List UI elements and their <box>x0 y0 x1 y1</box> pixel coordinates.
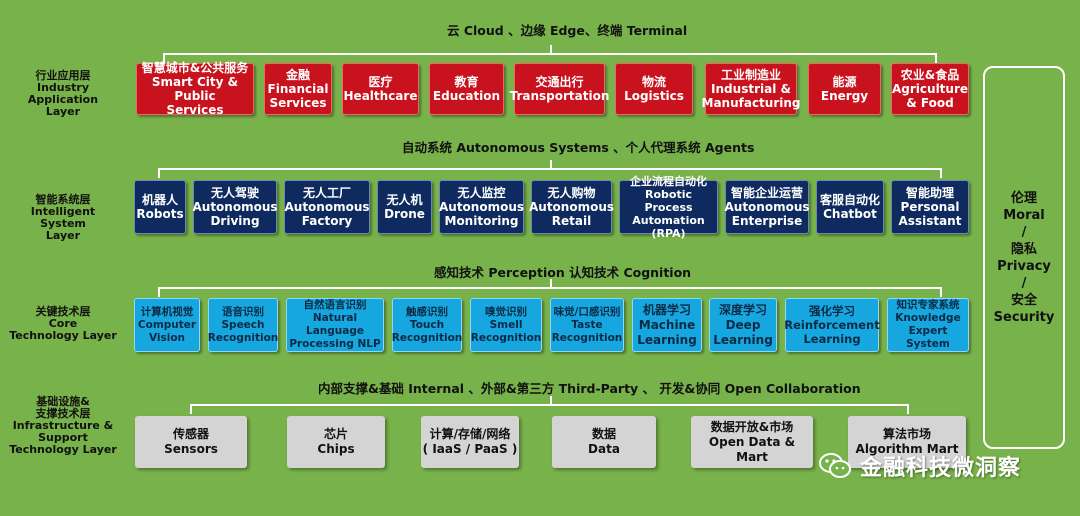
ethics-side-panel: 伦理 Moral / 隐私 Privacy / 安全 Security <box>983 66 1065 449</box>
int-box-chatbot: 客服自动化 Chatbot <box>816 180 884 234</box>
int-box-personal-assistant: 智能助理 Personal Assistant <box>891 180 969 234</box>
app-box-financial: 金融 Financial Services <box>264 63 332 115</box>
int-box-autonomous-monitoring: 无人监控 Autonomous Monitoring <box>439 180 524 234</box>
int-box-autonomous-enterprise: 智能企业运营 Autonomous Enterprise <box>724 180 810 234</box>
ethics-side-text: 伦理 Moral / 隐私 Privacy / 安全 Security <box>993 190 1055 325</box>
infrastructure-header: 内部支撑&基础 Internal 、外部&第三方 Third-Party 、 开… <box>318 381 861 396</box>
layer-label-application: 行业应用层 Industry Application Layer <box>27 69 99 118</box>
core-bracket <box>158 279 942 299</box>
layer-label-core: 关键技术层 Core Technology Layer <box>9 305 117 342</box>
int-box-autonomous-retail: 无人购物 Autonomous Retail <box>529 180 614 234</box>
infra-box-sensors: 传感器 Sensors <box>135 416 247 468</box>
core-box-deep-learning: 深度学习 Deep Learning <box>709 298 777 352</box>
app-box-energy: 能源 Energy <box>808 63 881 115</box>
app-box-healthcare: 医疗 Healthcare <box>342 63 419 115</box>
wechat-icon <box>819 453 851 478</box>
core-box-reinforcement-learning: 强化学习 Reinforcement Learning <box>784 298 880 352</box>
application-bracket <box>163 45 937 65</box>
int-box-drone: 无人机 Drone <box>377 180 432 234</box>
app-box-transportation: 交通出行 Transportation <box>510 63 609 115</box>
app-box-education: 教育 Education <box>429 63 504 115</box>
int-box-rpa: 企业流程自动化 Robotic Process Automation (RPA) <box>619 175 718 240</box>
core-box-smell-recognition: 嗅觉识别 Smell Recognition <box>470 298 542 352</box>
core-box-computer-vision: 计算机视觉 Computer Vision <box>134 298 200 352</box>
core-box-nlp: 自然语言识别 Natural Language Processing NLP <box>286 298 384 352</box>
infra-box-data: 数据 Data <box>552 416 656 468</box>
infra-box-open-data-mart: 数据开放&市场 Open Data & Mart <box>691 416 813 468</box>
core-box-touch-recognition: 触感识别 Touch Recognition <box>392 298 462 352</box>
infra-box-algorithm-mart: 算法市场 Algorithm Mart <box>848 416 966 468</box>
int-box-autonomous-driving: 无人驾驶 Autonomous Driving <box>192 180 278 234</box>
watermark-text: 金融科技微洞察 <box>860 456 1022 481</box>
infrastructure-bracket <box>190 396 909 416</box>
intelligent-header: 自动系统 Autonomous Systems 、个人代理系统 Agents <box>402 140 755 155</box>
intelligent-bracket <box>158 160 942 180</box>
app-box-agriculture: 农业&食品 Agriculture & Food <box>891 63 969 115</box>
application-header: 云 Cloud 、边缘 Edge、终端 Terminal <box>447 23 688 38</box>
infra-box-compute-storage-network: 计算/存储/网络 ( IaaS / PaaS ) <box>421 416 519 468</box>
core-header: 感知技术 Perception 认知技术 Cognition <box>434 265 692 280</box>
core-box-knowledge-expert-system: 知识专家系统 Knowledge Expert System <box>887 298 969 352</box>
layer-label-intelligent: 智能系统层 Intelligent System Layer <box>30 193 96 242</box>
int-box-robots: 机器人 Robots <box>134 180 186 234</box>
app-box-smart-city: 智慧城市&公共服务 Smart City & Public Services <box>136 61 254 117</box>
infra-box-chips: 芯片 Chips <box>287 416 385 468</box>
core-box-machine-learning: 机器学习 Machine Learning <box>632 298 702 352</box>
app-box-manufacturing: 工业制造业 Industrial & Manufacturing <box>702 63 801 115</box>
int-box-autonomous-factory: 无人工厂 Autonomous Factory <box>284 180 370 234</box>
core-box-speech-recognition: 语音识别 Speech Recognition <box>208 298 278 352</box>
core-box-taste-recognition: 味觉/口感识别 Taste Recognition <box>550 298 624 352</box>
app-box-logistics: 物流 Logistics <box>615 63 693 115</box>
watermark: 金融科技微洞察 <box>818 450 1021 482</box>
layer-label-infrastructure: 基础设施& 支撑技术层 Infrastructure & Support Tec… <box>9 395 117 456</box>
